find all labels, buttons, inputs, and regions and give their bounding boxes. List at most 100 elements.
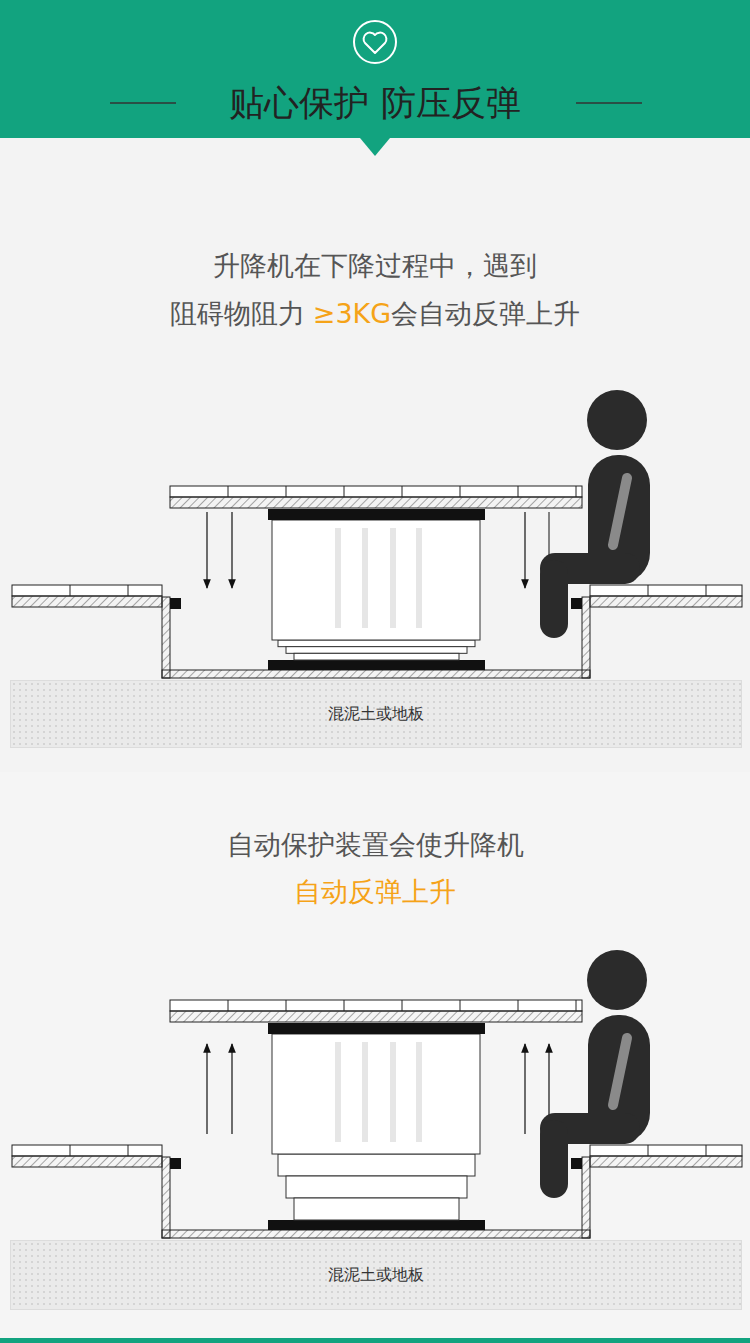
tile-row (170, 486, 582, 497)
top-plate (268, 1023, 485, 1034)
tile-row (170, 1000, 582, 1011)
tile-joint (344, 486, 345, 497)
base-plate (268, 1220, 485, 1230)
tile-joint (460, 1000, 461, 1011)
tile-row (590, 585, 742, 596)
body-groove (416, 1042, 422, 1142)
lift-scene (12, 390, 742, 678)
tile-joint (128, 1145, 129, 1156)
lift-column-stage (286, 647, 467, 654)
tile-joint (706, 1145, 707, 1156)
down-arrow (231, 512, 232, 588)
person-shin (540, 560, 568, 638)
text-line: 升降机在下降过程中，遇到 (0, 248, 750, 284)
text-line: 阻碍物阻力 ≥3KG会自动反弹上升 (0, 296, 750, 332)
tile-joint (460, 486, 461, 497)
footer-bar (0, 1338, 750, 1343)
floor-band: 混泥土或地板 (10, 1240, 742, 1310)
floor-label: 混泥土或地板 (328, 704, 424, 725)
tile-joint (706, 585, 707, 596)
person-head (587, 390, 647, 450)
tile-joint (518, 1000, 519, 1011)
base-plate (268, 660, 485, 670)
body-groove (390, 1042, 396, 1142)
body-groove (335, 1042, 341, 1142)
tile-joint (70, 1145, 71, 1156)
section-ground (0, 772, 750, 1338)
pit-wall (582, 1157, 590, 1238)
highlight-text: 自动反弹上升 (294, 876, 456, 907)
body-groove (416, 528, 422, 628)
text-line: 自动保护装置会使升降机 (0, 827, 750, 863)
tile-joint (228, 1000, 229, 1011)
heart-icon (364, 33, 387, 53)
floor-label: 混泥土或地板 (328, 1265, 424, 1286)
description-text: 阻碍物阻力 (170, 298, 305, 329)
tile-joint (128, 585, 129, 596)
pit-wall (162, 597, 170, 678)
tile-joint (648, 1145, 649, 1156)
tile-joint (286, 486, 287, 497)
title-rule (110, 102, 176, 104)
tile-joint (518, 486, 519, 497)
tile-joint (286, 1000, 287, 1011)
title-rule (576, 102, 642, 104)
tile-joint (402, 1000, 403, 1011)
hatched-layer (590, 596, 742, 607)
lift-column-stage (278, 1154, 475, 1176)
stop-block (170, 1158, 181, 1169)
tile-row (12, 585, 162, 596)
hatched-layer (590, 1156, 742, 1167)
tile-joint (576, 1000, 577, 1011)
guide-line (549, 512, 550, 560)
up-arrow (231, 1044, 232, 1134)
tile-row (590, 1145, 742, 1156)
lift-column-stage (294, 1198, 459, 1220)
description-text: 会自动反弹上升 (391, 298, 580, 329)
person-arm (613, 478, 627, 545)
down-arrow (524, 512, 525, 588)
pit-wall (582, 597, 590, 678)
tile-joint (648, 585, 649, 596)
stop-block (571, 598, 582, 609)
floor-band: 混泥土或地板 (10, 680, 742, 748)
page-title: 贴心保护 防压反弹 (229, 83, 520, 123)
header-bar (0, 0, 750, 138)
top-plate (268, 509, 485, 520)
pit-floor (162, 1230, 590, 1238)
tile-joint (344, 1000, 345, 1011)
body-groove (335, 528, 341, 628)
person-arm (613, 1038, 627, 1105)
up-arrow (524, 1044, 525, 1134)
text-line: 自动反弹上升 (0, 874, 750, 910)
hatched-layer (12, 596, 162, 607)
tile-row (12, 1145, 162, 1156)
title-holder: 贴心保护 防压反弹 (0, 80, 750, 127)
stop-block (571, 1158, 582, 1169)
pit-wall (162, 1157, 170, 1238)
body-groove (390, 528, 396, 628)
description-text: 自动保护装置会使升降机 (227, 829, 524, 860)
lift-scene (12, 950, 742, 1238)
lift-body (272, 520, 480, 640)
tile-joint (70, 585, 71, 596)
up-arrow (206, 1044, 207, 1134)
tile-joint (576, 486, 577, 497)
pit-floor (162, 670, 590, 678)
person-shin (540, 1120, 568, 1198)
stop-block (170, 598, 181, 609)
hatched-layer (170, 497, 582, 508)
lift-column-stage (286, 1176, 467, 1198)
tile-joint (228, 486, 229, 497)
lift-column-stage (294, 653, 459, 660)
description-text: 升降机在下降过程中，遇到 (213, 250, 537, 281)
icon-ring (354, 21, 396, 63)
hatched-layer (12, 1156, 162, 1167)
header-pointer (360, 138, 390, 156)
body-groove (362, 1042, 368, 1142)
tile-joint (402, 486, 403, 497)
hatched-layer (170, 1011, 582, 1022)
highlight-text: ≥3KG (313, 298, 391, 329)
person-head (587, 950, 647, 1010)
